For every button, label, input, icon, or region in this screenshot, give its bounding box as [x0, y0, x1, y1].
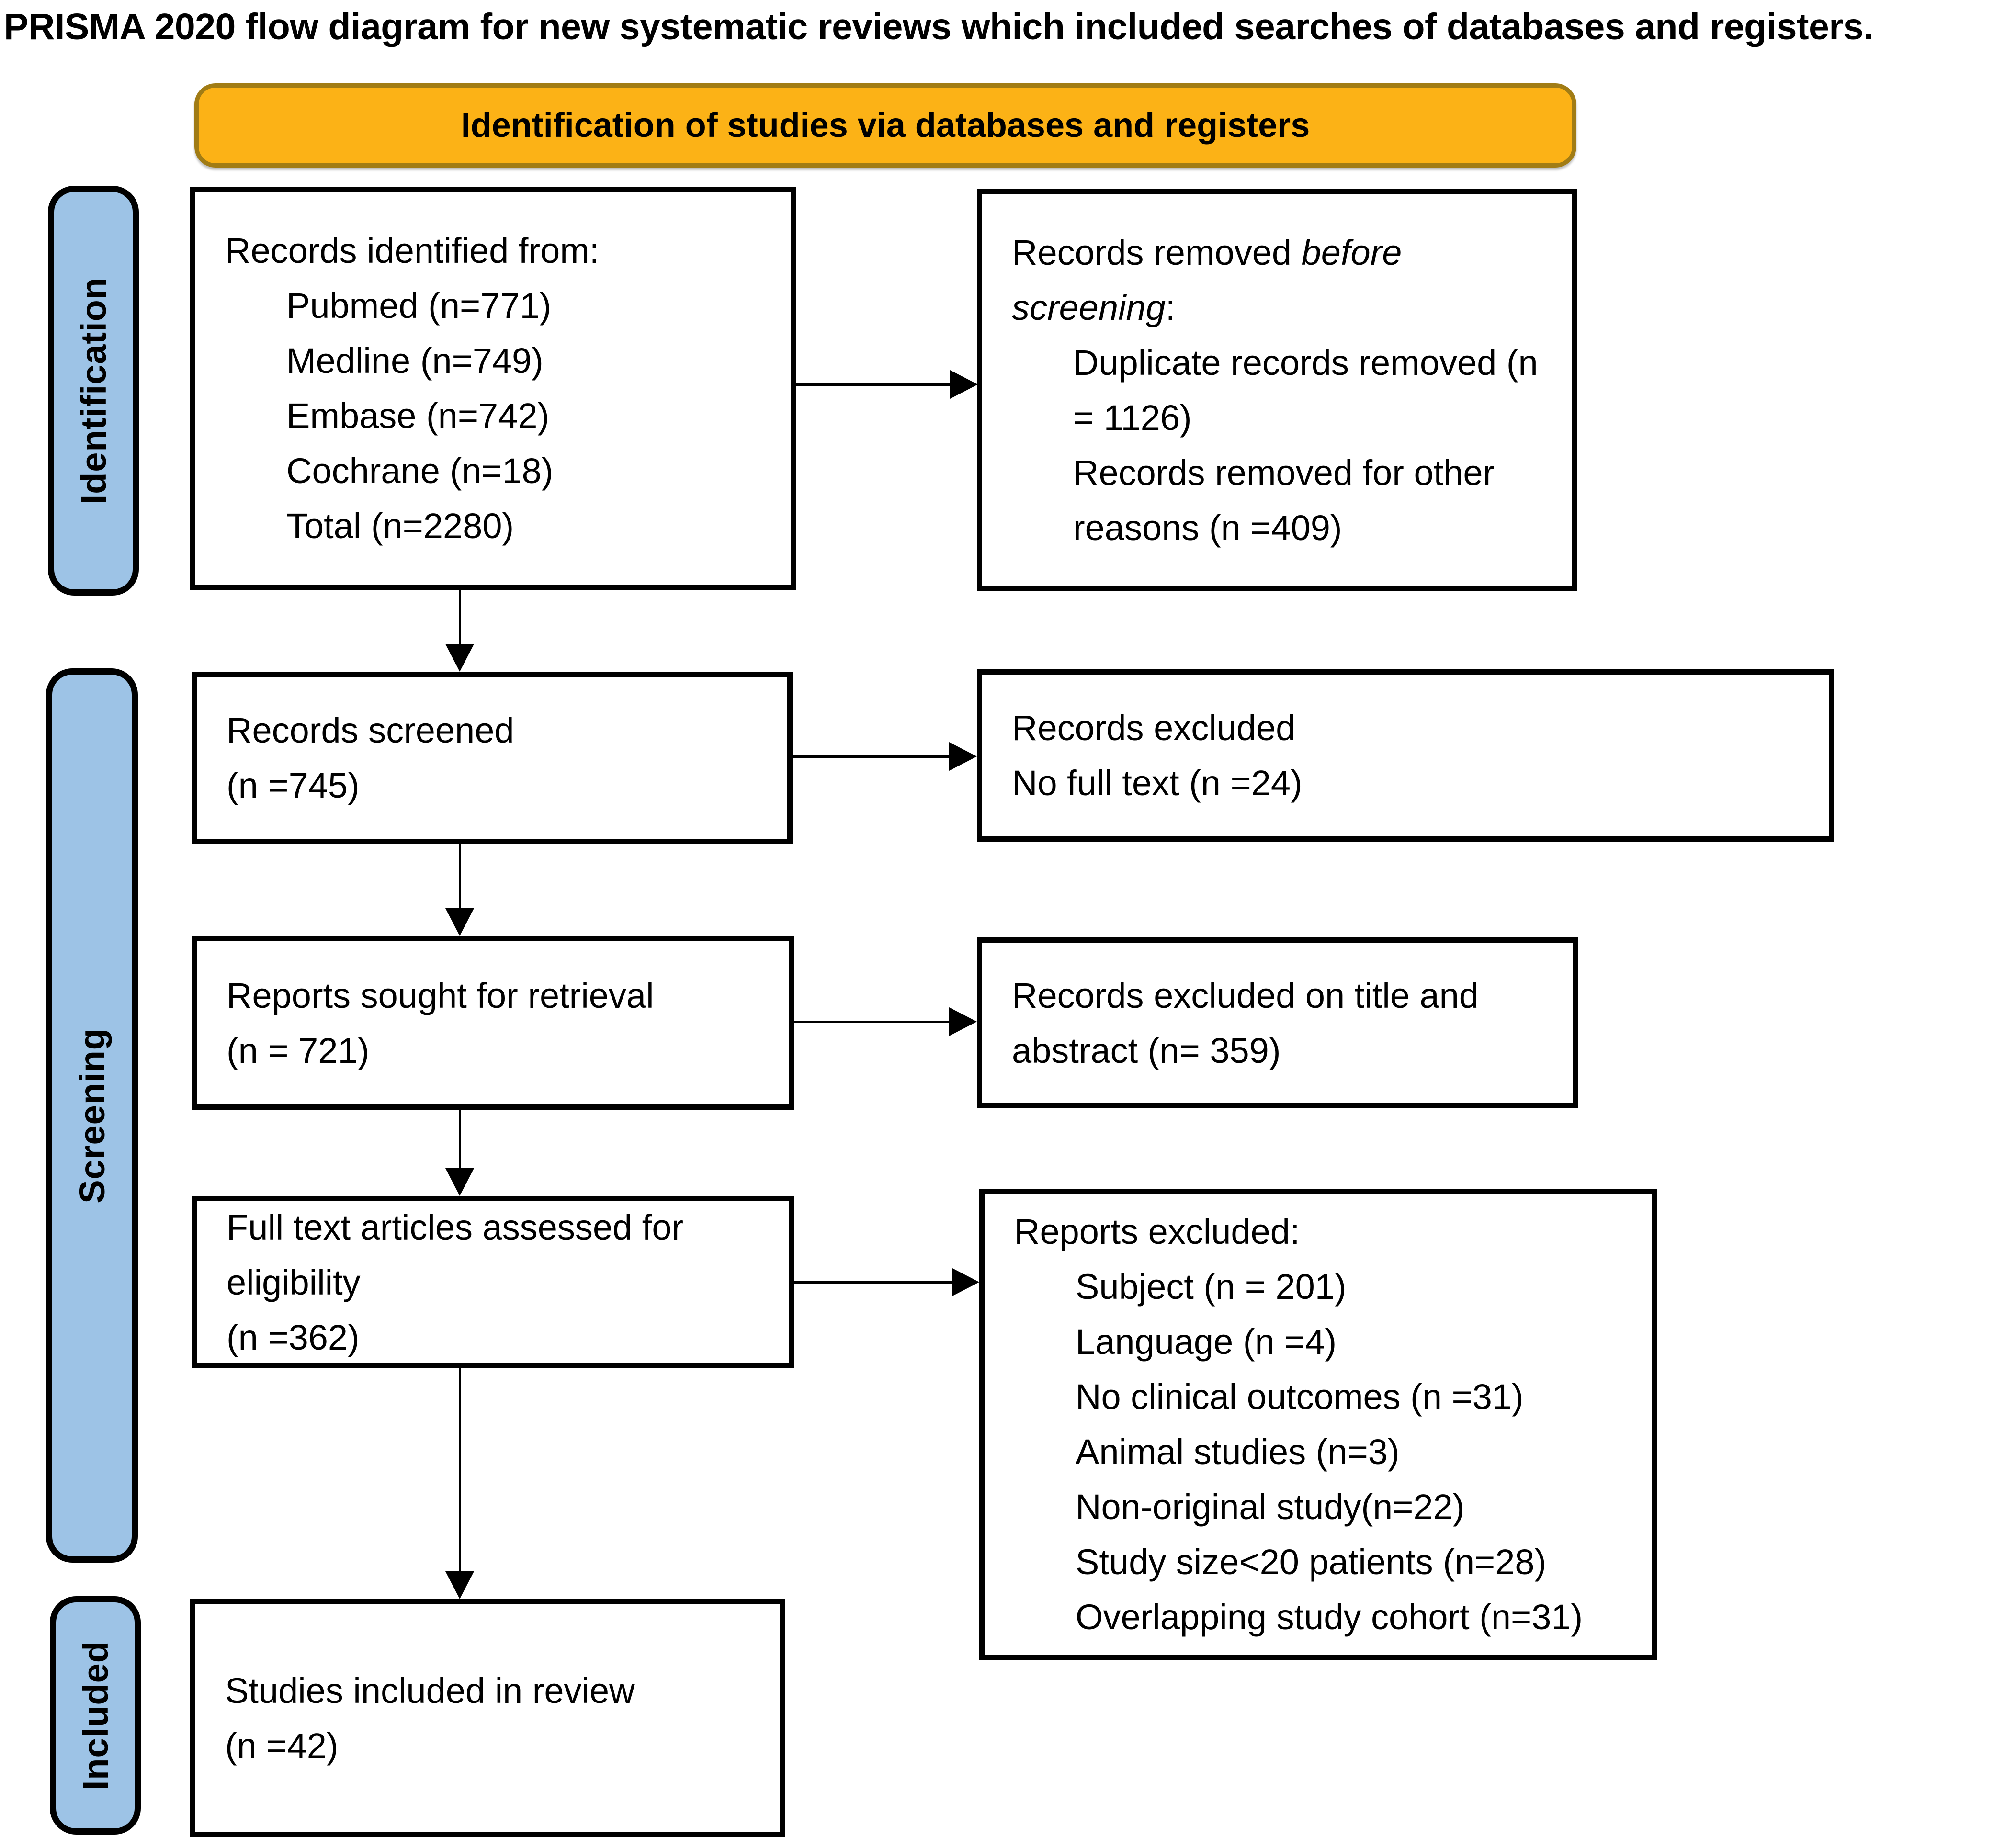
sidebar-stage-screening: Screening: [46, 668, 138, 1563]
text-line: Studies included in review: [225, 1671, 635, 1711]
sidebar-stage-identification-label: Identification: [73, 277, 113, 505]
text-line: Records excluded on title and abstract (…: [1012, 975, 1479, 1070]
text-line: Non-original study(n=22): [1076, 1487, 1465, 1527]
arrow-identified-to-removed-line: [796, 383, 952, 386]
text-line: Records screened: [227, 710, 514, 750]
sidebar-stage-included: Included: [50, 1596, 141, 1835]
arrow-screened-to-excluded-line: [793, 755, 951, 758]
text-line: Pubmed (n=771): [286, 286, 552, 326]
box-records-excluded-no-full-text: Records excluded No full text (n =24): [977, 669, 1834, 842]
text-line: (n =42): [225, 1726, 339, 1766]
text-line: Records excluded: [1012, 708, 1296, 748]
text-line: Language (n =4): [1076, 1322, 1337, 1362]
arrow-screened-to-excluded-head-icon: [949, 742, 977, 771]
arrow-sought-to-excluded-title-line: [794, 1021, 951, 1023]
arrow-assessed-to-reports-excluded-head-icon: [952, 1268, 979, 1296]
text-line: Records identified from:: [225, 231, 600, 270]
box-records-identified: Records identified from: Pubmed (n=771) …: [190, 187, 796, 590]
text-line: No full text (n =24): [1012, 763, 1303, 803]
text-line: Study size<20 patients (n=28): [1076, 1542, 1547, 1582]
arrow-assessed-to-reports-excluded-line: [794, 1281, 953, 1284]
box-full-text-assessed: Full text articles assessed for eligibil…: [192, 1196, 794, 1368]
text-line: Total (n=2280): [286, 506, 514, 546]
arrow-screened-to-sought-line: [459, 844, 461, 910]
box-records-removed-before-screening: Records removed before screening: Duplic…: [977, 189, 1577, 591]
banner-identification-of-studies: Identification of studies via databases …: [194, 83, 1576, 168]
text-line: Embase (n=742): [286, 396, 550, 436]
text-line: Reports excluded:: [1014, 1212, 1300, 1251]
text-line: Duplicate records removed (n = 1126): [1073, 343, 1538, 438]
arrow-assessed-to-included-head-icon: [445, 1571, 474, 1599]
arrow-screened-to-sought-head-icon: [445, 908, 474, 936]
text-line: (n = 721): [227, 1030, 370, 1070]
text-line: Cochrane (n=18): [286, 451, 554, 491]
arrow-sought-to-excluded-title-head-icon: [949, 1007, 977, 1036]
arrow-identified-to-removed-head-icon: [950, 370, 978, 399]
banner-label: Identification of studies via databases …: [461, 106, 1310, 145]
sidebar-stage-included-label: Included: [75, 1640, 115, 1791]
box-reports-excluded-reasons: Reports excluded: Subject (n = 201) Lang…: [979, 1189, 1657, 1660]
page-title: PRISMA 2020 flow diagram for new systema…: [4, 6, 1874, 47]
box-records-screened: Records screened (n =745): [192, 672, 793, 844]
text-line: Reports sought for retrieval: [227, 975, 654, 1015]
italic-phrase: before screening: [1012, 233, 1402, 327]
arrow-assessed-to-included-line: [459, 1368, 461, 1573]
sidebar-stage-identification: Identification: [48, 186, 139, 596]
text-line: Subject (n = 201): [1076, 1267, 1347, 1307]
box-reports-sought-for-retrieval: Reports sought for retrieval (n = 721): [192, 936, 794, 1110]
text-line: (n =745): [227, 766, 360, 805]
text-line: Overlapping study cohort (n=31): [1076, 1597, 1583, 1637]
text-line: Full text articles assessed for eligibil…: [227, 1207, 684, 1302]
text-line: Medline (n=749): [286, 341, 544, 381]
arrow-sought-to-assessed-head-icon: [445, 1168, 474, 1196]
text-line: Animal studies (n=3): [1076, 1432, 1400, 1472]
text-line: No clinical outcomes (n =31): [1076, 1377, 1524, 1417]
sidebar-stage-screening-label: Screening: [72, 1027, 112, 1204]
text-line: (n =362): [227, 1317, 360, 1357]
box-records-excluded-title-abstract: Records excluded on title and abstract (…: [977, 937, 1578, 1108]
text-line: Records removed before screening:: [1012, 233, 1402, 327]
text-line: Records removed for other reasons (n =40…: [1073, 453, 1495, 548]
arrow-identified-to-screened-head-icon: [445, 644, 474, 672]
box-studies-included-in-review: Studies included in review (n =42): [190, 1599, 785, 1837]
arrow-sought-to-assessed-line: [459, 1110, 461, 1170]
arrow-identified-to-screened-line: [459, 590, 461, 645]
